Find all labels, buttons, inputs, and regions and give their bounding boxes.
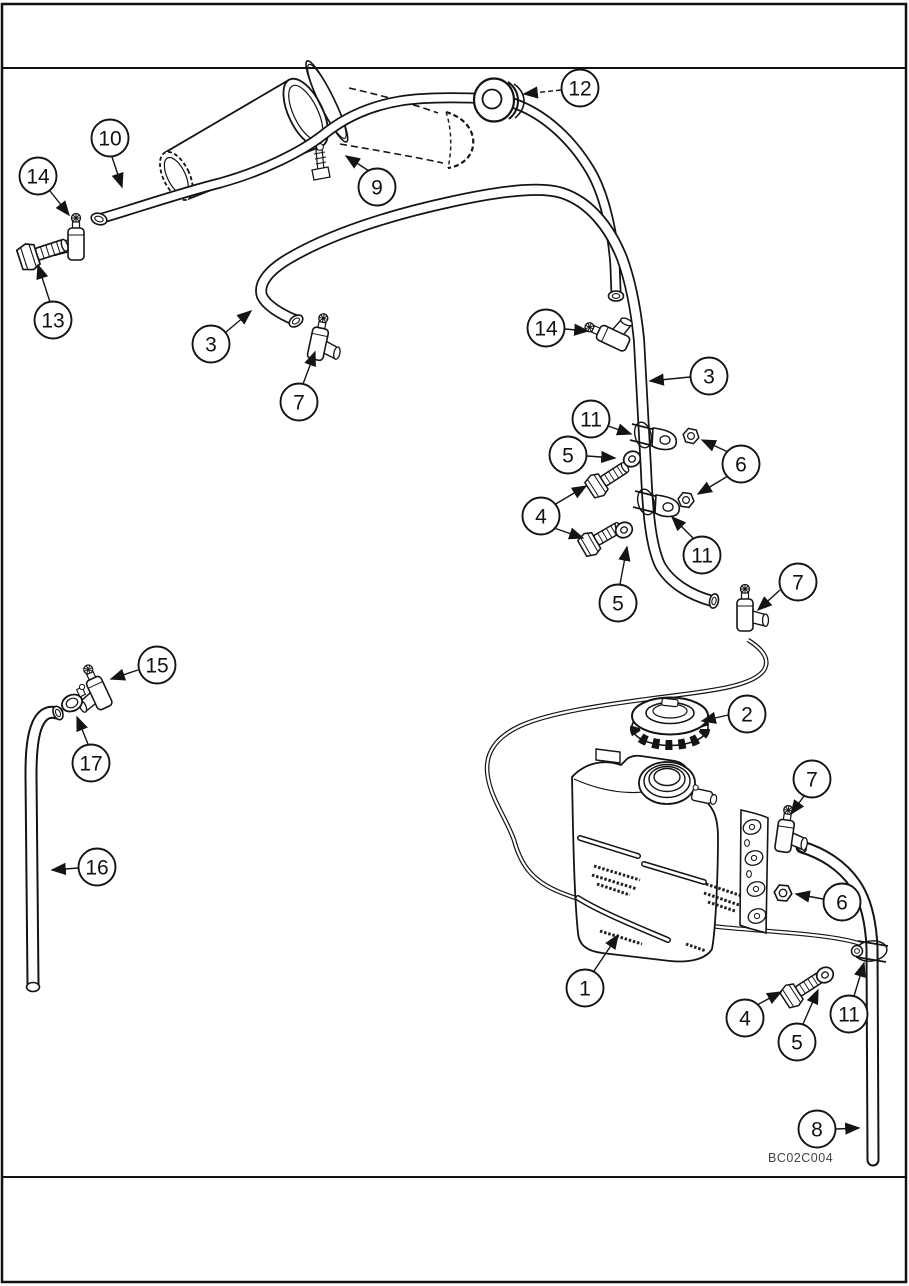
- callout-label: 1: [579, 978, 591, 1001]
- callout-9: 9: [357, 167, 397, 207]
- callout-14-middle: 14: [526, 308, 566, 348]
- callout-16: 16: [77, 847, 117, 887]
- callout-label: 3: [205, 334, 217, 357]
- tank-top-tab: [595, 748, 621, 764]
- callout-6-middle: 6: [721, 444, 761, 484]
- vent-fitting: [690, 784, 718, 806]
- callout-12: 12: [560, 68, 600, 108]
- callout-label: 4: [535, 506, 547, 529]
- callout-label: 8: [811, 1119, 823, 1142]
- callout-label: 11: [580, 409, 602, 432]
- callout-label: 6: [836, 892, 848, 915]
- tank-cap-2: [630, 696, 710, 750]
- callout-6-tank: 6: [822, 882, 862, 922]
- callout-label: 4: [739, 1008, 751, 1031]
- callout-label: 17: [79, 753, 102, 776]
- hose-clamp-17: [61, 683, 87, 713]
- callout-1: 1: [565, 968, 605, 1008]
- callout-7-tank: 7: [792, 759, 832, 799]
- callout-label: 14: [534, 318, 558, 341]
- callout-3-right: 3: [689, 356, 729, 396]
- callout-7-upper-left: 7: [279, 382, 319, 422]
- callout-5-lower: 5: [598, 583, 638, 623]
- callout-15: 15: [137, 645, 177, 685]
- callout-label: 11: [691, 545, 713, 568]
- callout-5-bottom: 5: [777, 1022, 817, 1062]
- callout-2: 2: [727, 694, 767, 734]
- callout-4-middle: 4: [521, 496, 561, 536]
- callout-13: 13: [33, 300, 73, 340]
- callout-label: 6: [735, 454, 747, 477]
- tank-ribs: [575, 835, 707, 943]
- nut-6-tank: [772, 883, 794, 903]
- callout-label: 2: [741, 704, 753, 727]
- callout-label: 13: [41, 310, 64, 333]
- callout-11-upper: 11: [571, 399, 611, 439]
- leader-lines: [36, 86, 866, 1135]
- callout-label: 7: [806, 769, 818, 792]
- callout-label: 5: [562, 445, 574, 468]
- clamp-band-9: [305, 60, 349, 143]
- hose-clamp-11-bottom: [850, 940, 889, 963]
- callout-14-left: 14: [18, 156, 58, 196]
- elbow-fitting-14-middle: [581, 303, 639, 354]
- callout-label: 14: [26, 166, 50, 189]
- callout-label: 5: [791, 1032, 803, 1055]
- callout-10: 10: [90, 118, 130, 158]
- nut-6-lower: [676, 491, 696, 509]
- callout-17: 17: [71, 743, 111, 783]
- callout-5-upper: 5: [548, 435, 588, 475]
- callout-label: 3: [703, 366, 715, 389]
- elbow-fitting-7-right: [736, 583, 770, 632]
- bolt-13: [14, 230, 73, 274]
- filler-neck: [638, 761, 696, 805]
- grommet-12: [472, 77, 525, 123]
- callout-label: 9: [371, 177, 383, 200]
- callout-label: 15: [145, 655, 168, 678]
- callout-11-lower: 11: [682, 535, 722, 575]
- callout-8: 8: [797, 1109, 837, 1149]
- mounting-clamp-11-upper: [629, 421, 678, 451]
- mounting-bracket: [739, 809, 769, 935]
- figure-code: BC02C004: [768, 1151, 833, 1165]
- callout-label: 7: [792, 572, 804, 595]
- callout-label: 5: [612, 593, 624, 616]
- callout-label: 11: [838, 1004, 860, 1027]
- hose-10: [90, 92, 625, 302]
- callout-11-bottom: 11: [829, 994, 869, 1034]
- callout-label: 16: [85, 857, 108, 880]
- recovery-tank-1: [571, 748, 769, 963]
- hose-3: [255, 183, 720, 609]
- callout-label: 7: [293, 392, 305, 415]
- callout-4-bottom: 4: [725, 998, 765, 1038]
- elbow-fitting-7-tank: [773, 803, 813, 856]
- callout-label: 10: [98, 128, 121, 151]
- clamp-bolt: [311, 143, 331, 181]
- embossed-label-marks: [591, 864, 743, 953]
- callout-7-right: 7: [778, 562, 818, 602]
- callout-3-left: 3: [191, 324, 231, 364]
- hose-16: [24, 705, 64, 993]
- mounting-clamp-11-lower: [632, 488, 681, 518]
- callout-label: 12: [568, 78, 591, 101]
- nut-6-upper: [680, 426, 702, 446]
